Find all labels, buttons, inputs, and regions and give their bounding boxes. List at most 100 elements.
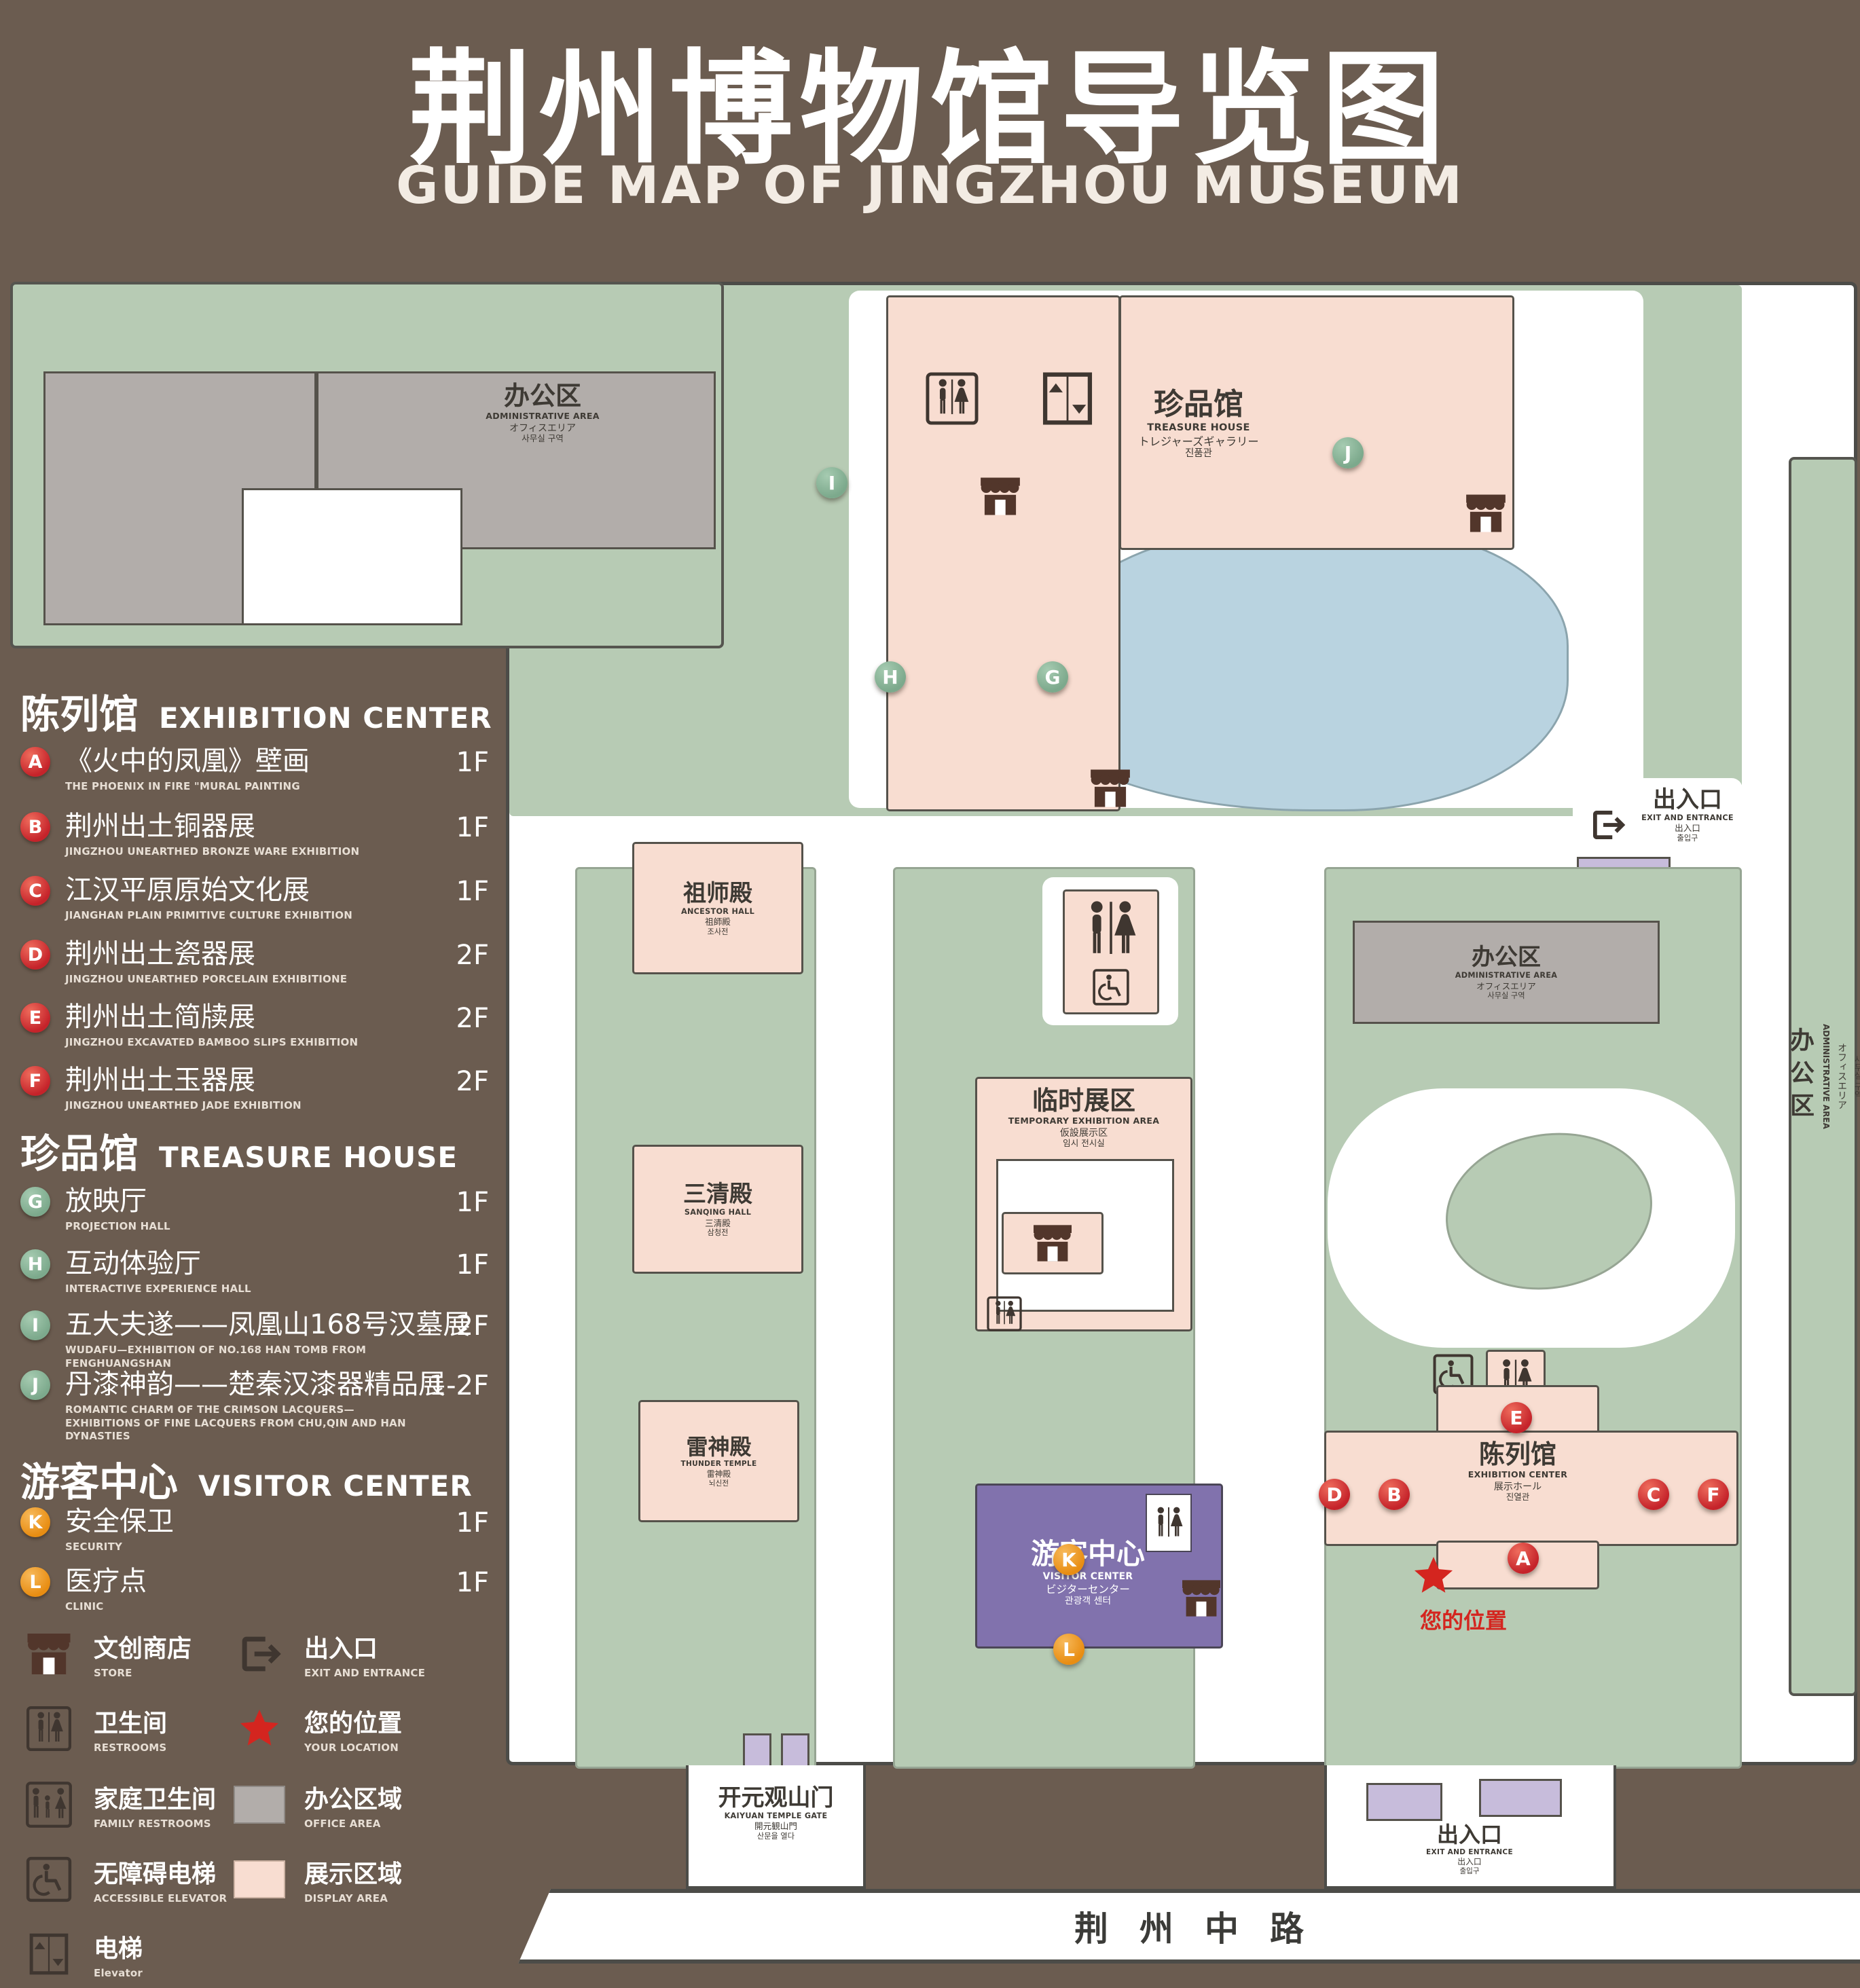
exit-entrance-icon [1588, 805, 1627, 845]
treasure-house-west-wing [886, 295, 1120, 811]
map-marker-i: I [816, 467, 847, 498]
legend-marker-b: B [20, 812, 50, 842]
treasure-house-label: 珍品馆 TREASURE HOUSE トレジャーズギャラリー 진품관 [1138, 387, 1259, 460]
south-entrance-gate-block [1366, 1783, 1442, 1821]
admin-strip: 办公区 ADMINISTRATIVE AREA オフィスエリア 사무실 구역 [1786, 457, 1860, 1696]
legend-item-h: H 互动体验厅 INTERACTIVE EXPERIENCE HALL 1F [20, 1249, 489, 1296]
poster-subtitle: GUIDE MAP OF JINGZHOU MUSEUM [396, 155, 1464, 215]
south-entrance-gate-block [1479, 1779, 1562, 1817]
south-entrance-walkway: 出入口 EXIT AND ENTRANCE 出入口 출입구 [1324, 1765, 1616, 1889]
your-location-label: 您的位置 [1419, 1608, 1507, 1634]
kaiyuan-gate-label: 开元观山门 KAIYUAN TEMPLE GATE 開元観山門 산문을 열다 [718, 1784, 834, 1841]
legend-marker-i: I [20, 1310, 50, 1340]
legend-marker-k: K [20, 1507, 50, 1537]
legend-item-l: L 医疗点 CLINIC 1F [20, 1566, 489, 1614]
restroom-icon [20, 1703, 77, 1754]
store-icon [1180, 1578, 1223, 1619]
map-marker-a: A [1508, 1543, 1539, 1574]
legend-item-g: G 放映厅 PROJECTION HALL 1F [20, 1186, 489, 1234]
gate-pillar [743, 1733, 771, 1767]
map-marker-d: D [1319, 1479, 1350, 1510]
your-location-star-icon [1411, 1553, 1456, 1598]
family-restroom-icon [20, 1779, 77, 1830]
admin-strip-label: 办公区 ADMINISTRATIVE AREA オフィスエリア 사무실 구역 [1786, 1024, 1860, 1129]
accessible-elevator-icon [20, 1854, 77, 1905]
central-restroom-block [1063, 889, 1159, 1014]
accessible-restroom-icon [1091, 968, 1131, 1007]
sanqing-hall-building: 三清殿 SANQING HALL 三清殿 삼청전 [632, 1145, 803, 1274]
legend-marker-f: F [20, 1066, 50, 1096]
temporary-exhibition-label: 临时展区 TEMPORARY EXHIBITION AREA 仮設展示区 임시 … [1008, 1086, 1160, 1149]
thunder-temple-building: 雷神殿 THUNDER TEMPLE 雷神殿 뇌신전 [638, 1400, 799, 1522]
floor-badge: 2F [456, 940, 489, 971]
store-icon [1463, 492, 1508, 534]
northwest-grounds: 办公区 ADMINISTRATIVE AREA オフィスエリア 사무실 구역 [10, 282, 724, 648]
store-icon [20, 1628, 77, 1680]
display-area-swatch [231, 1854, 288, 1905]
legend-item-c: C 江汉平原原始文化展 JIANGHAN PLAIN PRIMITIVE CUL… [20, 875, 489, 923]
map-marker-f: F [1698, 1479, 1729, 1510]
visitor-center-label: 游客中心 VISITOR CENTER ビジターセンター 관광객 센터 [1030, 1537, 1145, 1607]
legend-item-b: B 荆州出土铜器展 JINGZHOU UNEARTHED BRONZE WARE… [20, 811, 489, 859]
admin-east-label: 办公区 ADMINISTRATIVE AREA オフィスエリア 사무실 구역 [1455, 944, 1558, 1001]
floor-badge: 1F [456, 747, 489, 778]
floor-badge: 2F [456, 1310, 489, 1342]
legend-marker-h: H [20, 1249, 50, 1279]
legend-item-d: D 荆州出土瓷器展 JINGZHOU UNEARTHED PORCELAIN E… [20, 939, 489, 987]
temporary-store-block [1002, 1212, 1104, 1274]
sanqing-hall-label: 三清殿 SANQING HALL 三清殿 삼청전 [683, 1181, 752, 1238]
legend-item-a: A 《火中的凤凰》壁画 THE PHOENIX IN FIRE "MURAL P… [20, 746, 489, 794]
legend-marker-g: G [20, 1187, 50, 1217]
restroom-icon [985, 1295, 1023, 1333]
floor-badge: 2F [456, 1003, 489, 1034]
map-marker-h: H [875, 661, 906, 693]
legend-item-e: E 荆州出土简牍展 JINGZHOU EXCAVATED BAMBOO SLIP… [20, 1002, 489, 1050]
map-marker-j: J [1332, 437, 1364, 468]
floor-badge: 1F [456, 812, 489, 843]
visitor-center-building: 游客中心 VISITOR CENTER ビジターセンター 관광객 센터 K L [975, 1484, 1223, 1665]
map-canvas: 珍品馆 TREASURE HOUSE トレジャーズギャラリー 진품관 I J H… [506, 282, 1857, 1769]
legend-item-k: K 安全保卫 SECURITY 1F [20, 1507, 489, 1554]
temporary-exhibition-building: 临时展区 TEMPORARY EXHIBITION AREA 仮設展示区 임시 … [975, 1077, 1192, 1331]
map-marker-k: K [1053, 1544, 1084, 1575]
floor-badge: 1F [456, 876, 489, 907]
admin-east-building: 办公区 ADMINISTRATIVE AREA オフィスエリア 사무실 구역 [1353, 921, 1660, 1024]
road-jingzhou-middle: 荆州中路 [518, 1889, 1860, 1964]
map-marker-g: G [1037, 661, 1068, 693]
map-marker-c: C [1638, 1479, 1669, 1510]
legend-marker-j: J [20, 1370, 50, 1400]
admin-nw-label: 办公区 ADMINISTRATIVE AREA オフィスエリア 사무실 구역 [486, 381, 600, 444]
floor-badge: 1F [456, 1507, 489, 1539]
admin-nw-courtyard [242, 488, 462, 625]
legend-item-f: F 荆州出土玉器展 JINGZHOU UNEARTHED JADE EXHIBI… [20, 1065, 489, 1113]
legend-marker-a: A [20, 747, 50, 777]
visitor-restroom-block [1146, 1494, 1192, 1552]
south-entrance-label: 出入口 EXIT AND ENTRANCE 出入口 출입구 [1426, 1822, 1513, 1876]
store-icon [978, 475, 1023, 517]
legend-item-i: I 五大夫遂——凤凰山168号汉墓展 WUDAFU—EXHIBITION OF … [20, 1310, 489, 1370]
floor-badge: 1F [456, 1249, 489, 1281]
thunder-temple-label: 雷神殿 THUNDER TEMPLE 雷神殿 뇌신전 [680, 1433, 757, 1488]
floor-badge: 2F [456, 1066, 489, 1097]
floor-badge: 1F [456, 1567, 489, 1598]
map-marker-e: E [1501, 1402, 1532, 1433]
ancestor-hall-label: 祖师殿 ANCESTOR HALL 祖師殿 조사전 [680, 879, 755, 936]
kaiyuan-gate-walkway: 开元观山门 KAIYUAN TEMPLE GATE 開元観山門 산문을 열다 [686, 1765, 866, 1889]
legend-marker-c: C [20, 876, 50, 906]
elevator-icon [20, 1928, 77, 1980]
store-icon [1088, 767, 1133, 809]
legend-marker-e: E [20, 1003, 50, 1033]
poster-title: 荆州博物馆导览图 [408, 37, 1452, 181]
